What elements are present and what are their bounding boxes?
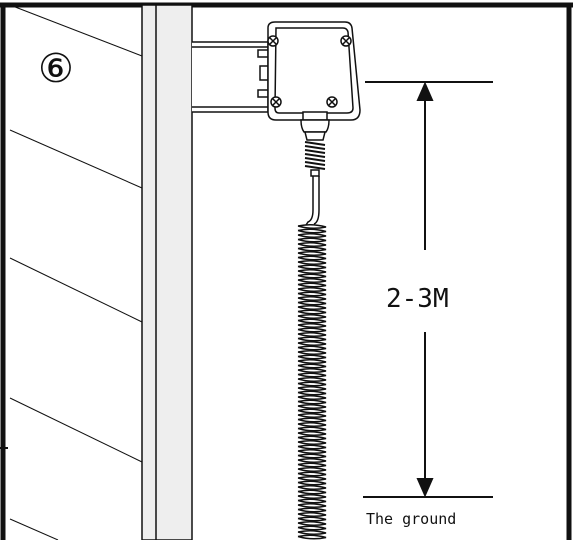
screw-icon bbox=[270, 96, 282, 108]
arrow-down-icon bbox=[416, 478, 434, 498]
wall-hatching bbox=[9, 4, 143, 540]
mounting-pole bbox=[141, 4, 193, 540]
height-dimension bbox=[363, 81, 493, 498]
screw-icon bbox=[340, 35, 352, 47]
cable-gland bbox=[300, 111, 330, 177]
mounting-height-label: 2-3M bbox=[386, 284, 449, 314]
coiled-cable bbox=[297, 176, 327, 540]
mounting-bracket bbox=[192, 41, 269, 113]
junction-box bbox=[267, 21, 361, 121]
strain-relief-spring bbox=[304, 141, 326, 170]
screw-icon bbox=[267, 35, 279, 47]
ground-label: The ground bbox=[366, 510, 456, 528]
arrow-up-icon bbox=[416, 81, 434, 101]
screw-icon bbox=[326, 96, 338, 108]
step-number-label: ⑥ bbox=[38, 46, 74, 92]
